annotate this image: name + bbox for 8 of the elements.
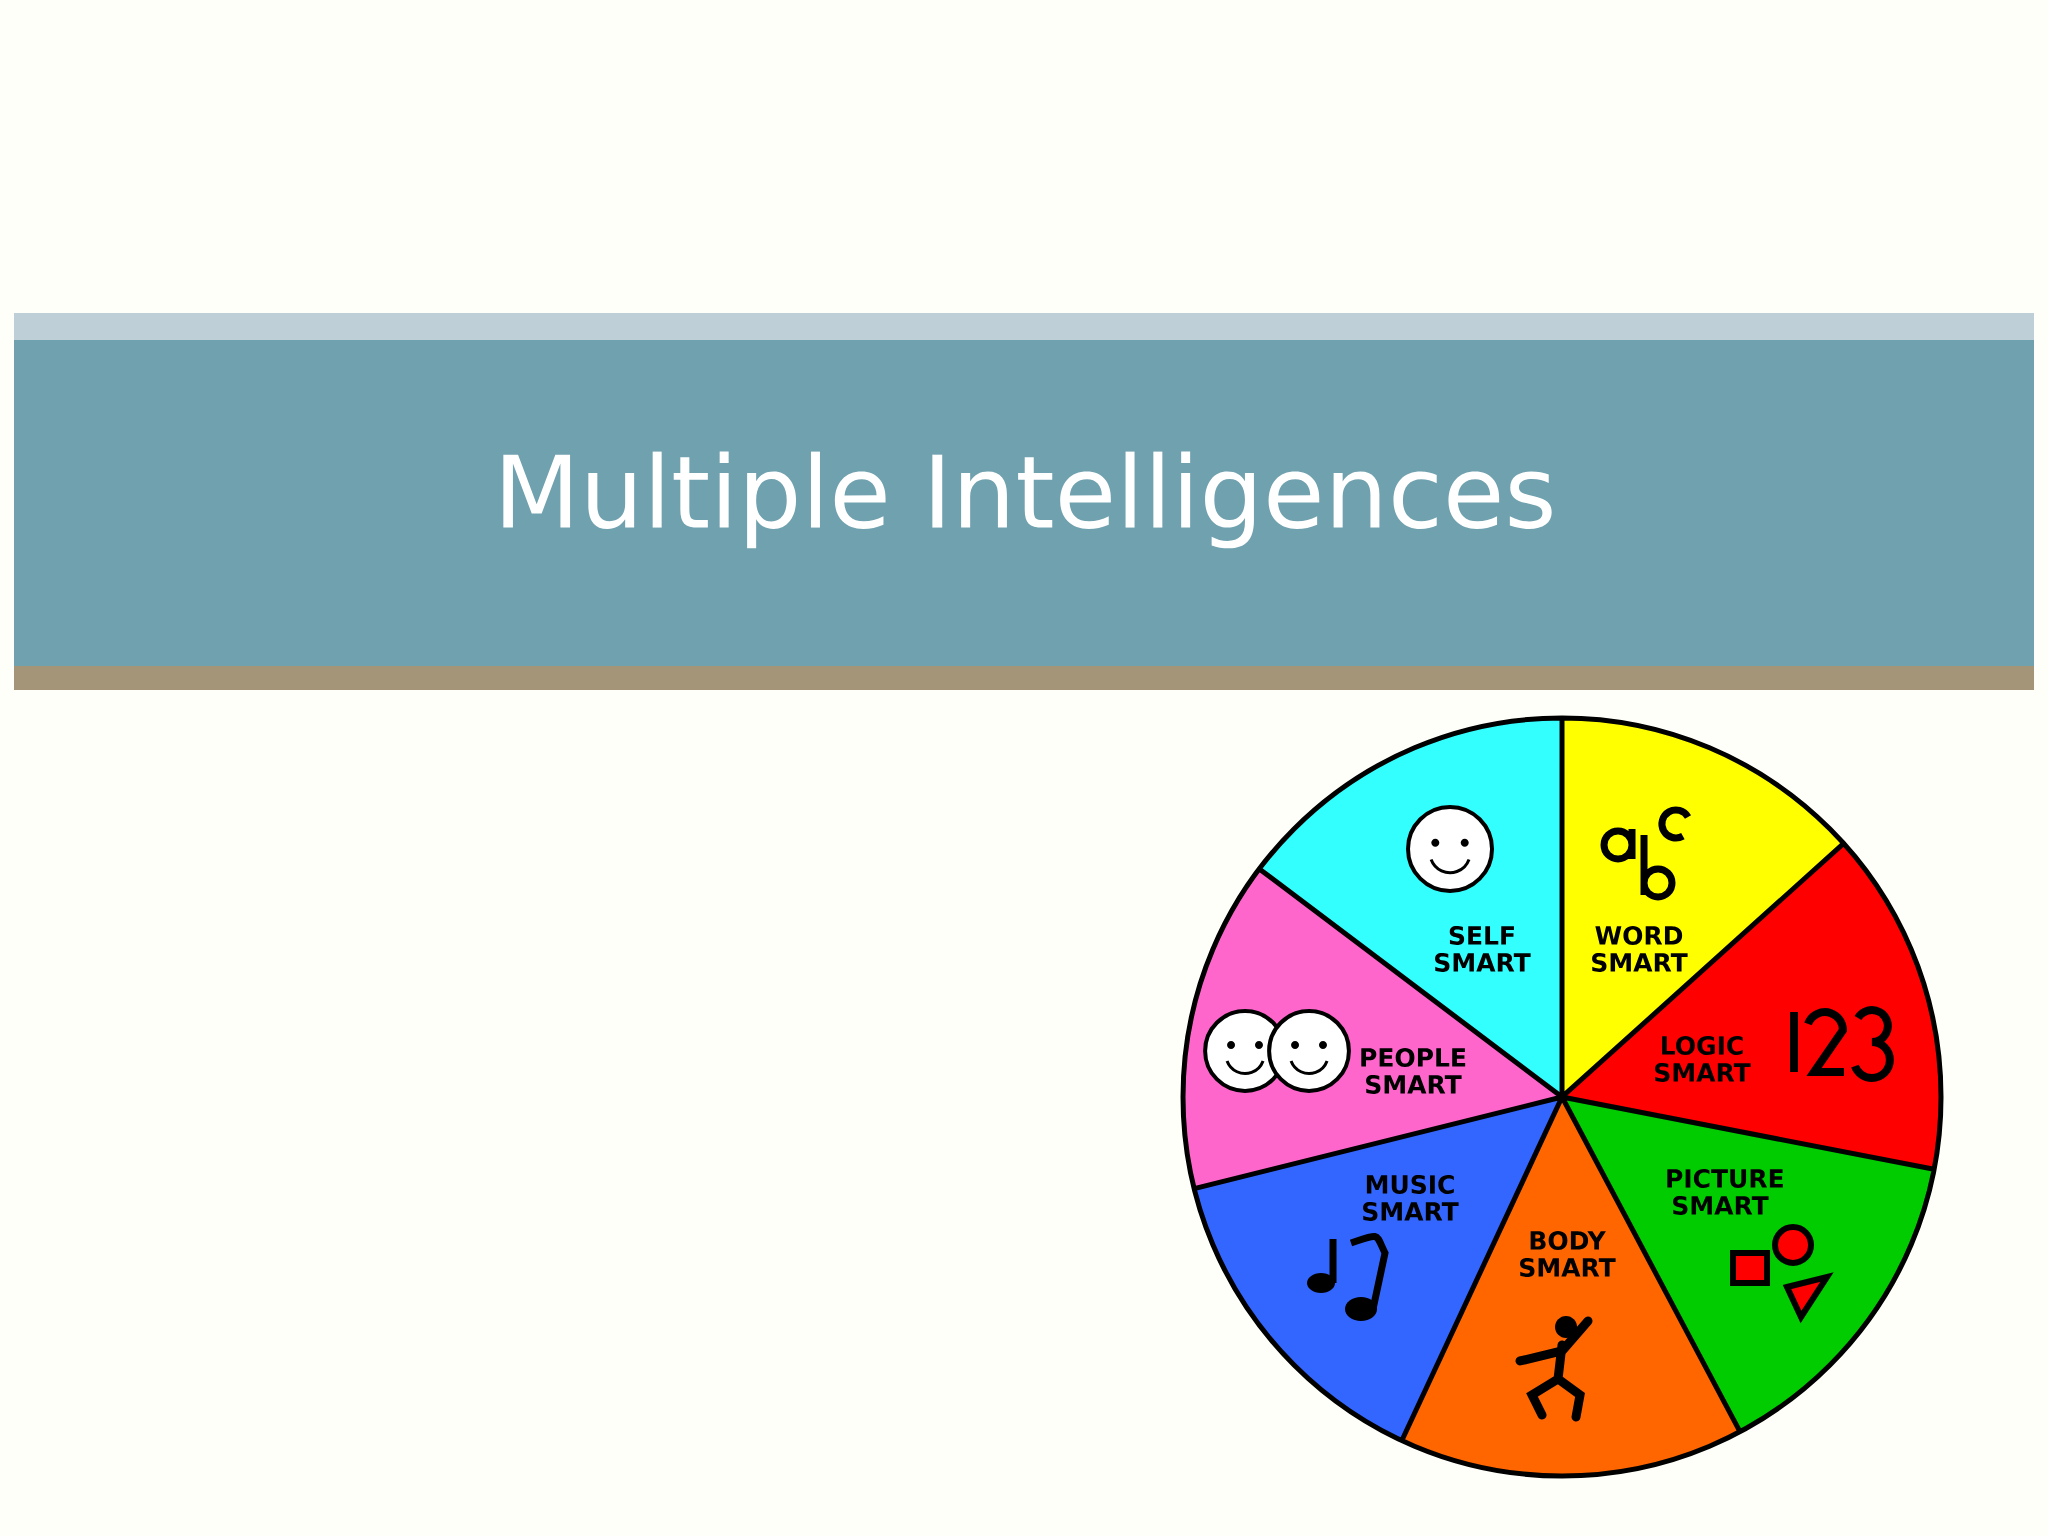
wedge-label: LOGIC SMART <box>1655 1036 1751 1082</box>
wedge-label: WORD SMART <box>1592 926 1688 972</box>
title-banner: Multiple Intelligences <box>14 313 2034 690</box>
wedge-label: PEOPLE SMART <box>1361 1048 1466 1094</box>
wedge-label: SELF SMART <box>1435 926 1531 972</box>
wedge-label: MUSIC SMART <box>1363 1175 1459 1221</box>
wedge-label: BODY SMART <box>1520 1231 1616 1277</box>
wedge-label: PICTURE SMART <box>1667 1169 1783 1215</box>
